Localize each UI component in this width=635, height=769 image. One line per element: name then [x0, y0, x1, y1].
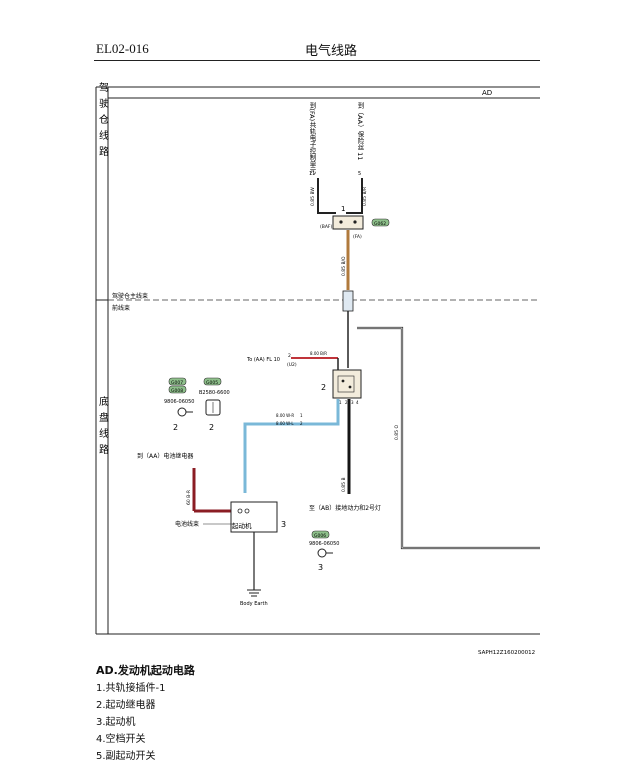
link-pin-1: 1	[300, 413, 303, 418]
connector-pin-2	[353, 220, 357, 224]
body-earth-label: Body Earth	[240, 601, 268, 607]
part-ring-a: 9806-06050	[164, 399, 194, 405]
page-title: 电气线路	[305, 44, 358, 59]
wire-ground-label: 0.85 B	[341, 477, 347, 492]
legend-item: 5.副起动开关	[96, 751, 156, 762]
fuse-link-label: To (AA) FL 10	[246, 357, 280, 363]
zone-label-bottom: 底盘线路	[97, 395, 109, 460]
tag-g006-bg	[311, 530, 330, 539]
component-3-label: 3	[281, 520, 286, 529]
harness-upper-label: 驾驶仓主线束	[112, 292, 148, 300]
ring-terminal-a	[177, 407, 187, 417]
right-feed-wire-inner	[357, 327, 540, 549]
component-1-label: 1	[341, 205, 345, 213]
boundary-connector	[342, 290, 354, 312]
legend-item: 3.起动机	[96, 717, 136, 728]
relay-pin-3: 3	[351, 400, 354, 405]
tag-g007-bg	[168, 377, 187, 386]
relay-contact-b	[348, 385, 352, 389]
wire-ecu-label: 0.85 BW	[310, 187, 316, 206]
tag-g062-bg	[371, 218, 390, 227]
upper-ref-label-b: (FA)	[353, 234, 362, 240]
dest-ecu-label: 到(FA)共轨电子控制单元	[308, 102, 316, 175]
component-2-label: 2	[321, 383, 326, 392]
pin-fl10-b: (U2)	[287, 362, 297, 368]
ground-dest-label: 至（AB）接地动力和2号灯	[309, 504, 381, 512]
c2-number-b: 2	[209, 423, 214, 432]
starter-relay-core	[337, 375, 355, 393]
pin-fl10-a: 2	[288, 353, 291, 359]
tag-g007: G007	[171, 380, 183, 386]
wire-link-b-label: 8.00 W-L	[276, 421, 294, 426]
starter-terminal-b	[244, 508, 250, 514]
ring-terminal-b	[317, 548, 327, 558]
link-pin-2: 2	[300, 421, 303, 426]
legend-item: 4.空档开关	[96, 734, 146, 745]
tag-g008: G008	[171, 388, 183, 394]
tag-g006: G006	[314, 533, 326, 539]
tag-g008-bg	[168, 385, 187, 394]
dest-fuse-label: 到（AA）保险丝 11	[356, 102, 364, 161]
c3-number: 3	[318, 563, 323, 572]
relay-pin-1: 1	[339, 400, 342, 405]
part-conn: B2580-6600	[199, 390, 230, 396]
tag-g005: G005	[206, 380, 218, 386]
upper-wires	[317, 178, 363, 214]
wire-main-label: 0.85 B/O	[341, 256, 347, 276]
starter-label: 起动机	[232, 521, 252, 530]
tag-g005-bg	[203, 377, 222, 386]
zone-label-top: 驾驶仓线路	[97, 82, 109, 162]
legend-item: 2.起动继电器	[96, 700, 156, 711]
wire-starter-feed-label: 60 B-R	[186, 490, 192, 505]
relay-pin-2: 2	[345, 400, 348, 405]
harness-lower-label: 前线束	[112, 304, 130, 312]
right-feed-wire	[357, 326, 540, 550]
diagram-frame	[95, 86, 540, 635]
circuit-title: AD.发动机起动电路	[96, 664, 195, 677]
pin-ecu: 11	[309, 171, 315, 177]
header-rule	[94, 60, 540, 61]
starter-relay	[332, 369, 362, 399]
pin-fuse: 5	[358, 171, 361, 177]
wire-right-label: 0.85 O	[394, 425, 400, 440]
connector-pin-1	[339, 220, 343, 224]
battery-harness-label: 电池线束	[175, 520, 199, 528]
wire-fl10-label: 8.00 B/R	[310, 351, 327, 356]
doc-code: SAPH12Z160200012	[478, 650, 535, 656]
relay-pin-4: 4	[356, 400, 359, 405]
tag-g062: G062	[374, 221, 386, 227]
starter-terminal-a	[237, 508, 243, 514]
wire-fuse-label: 0.85 B/R	[362, 187, 368, 206]
starter-relay-ref: 到（AA）电池继电器	[137, 452, 193, 460]
common-rail-connector	[332, 215, 364, 230]
component-legend: 1.共轨接插件-1 2.起动继电器 3.起动机 4.空档开关 5.副起动开关	[96, 680, 166, 765]
starter-signal-wire	[243, 399, 340, 493]
column-label: AD	[482, 89, 492, 97]
c2-number-a: 2	[173, 423, 178, 432]
wire-link-a-label: 8.00 W-R	[276, 413, 294, 418]
relay-contact-a	[341, 379, 345, 383]
document-code: EL02-016	[96, 41, 149, 56]
part-ring-b: 9806-06050	[309, 541, 339, 547]
upper-ref-label: (BAF)	[320, 224, 333, 230]
legend-item: 1.共轨接插件-1	[96, 683, 166, 694]
starter-motor	[230, 501, 278, 533]
